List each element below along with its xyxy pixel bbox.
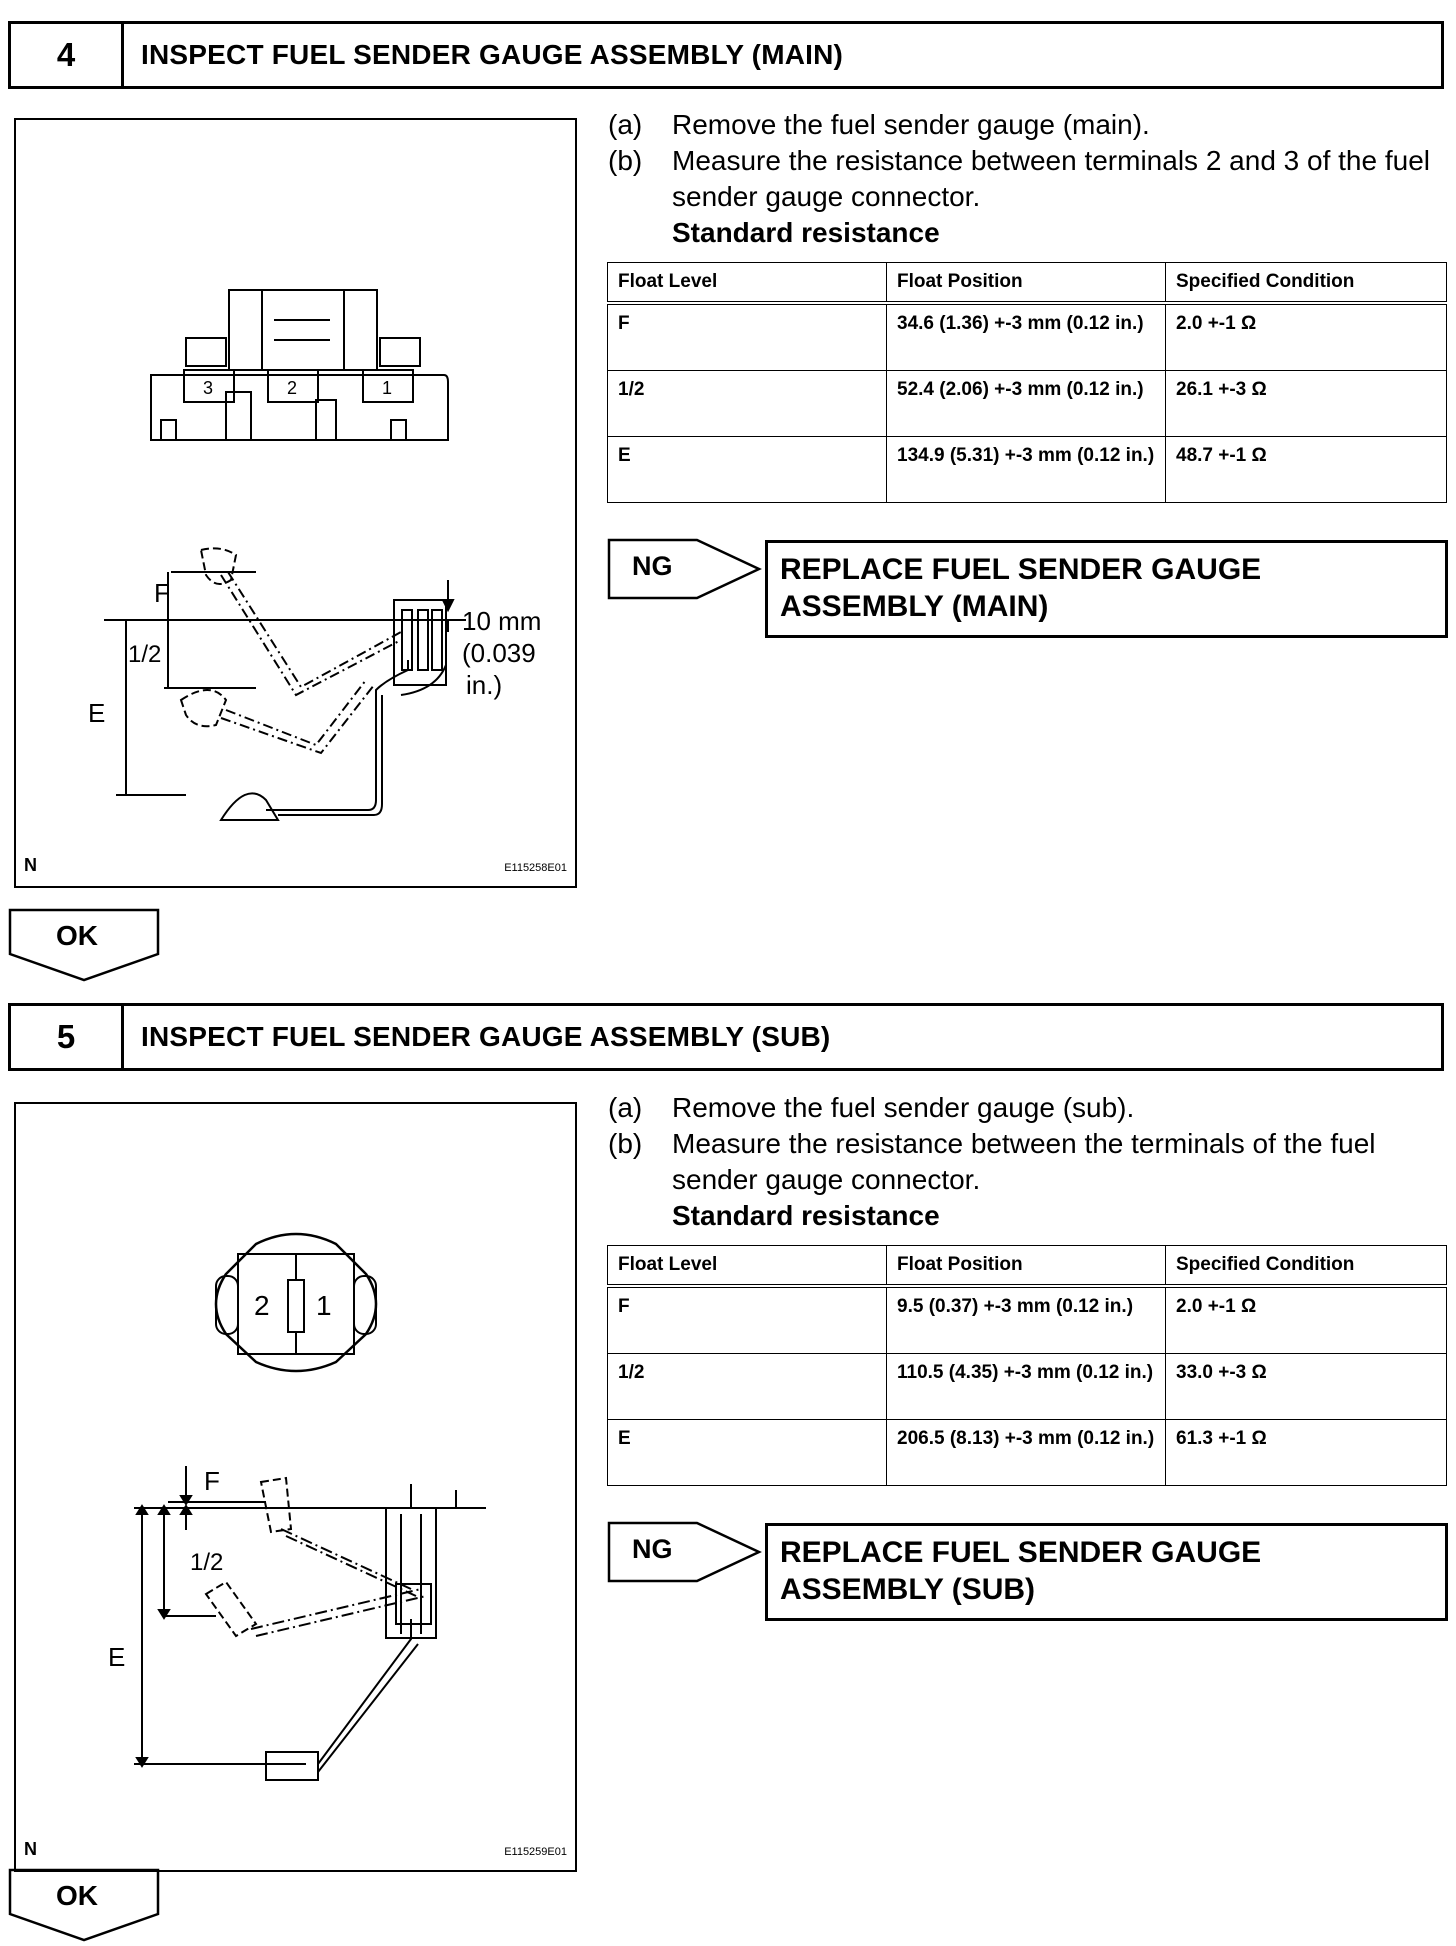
replace-text-line2: ASSEMBLY (MAIN) xyxy=(780,590,1049,623)
standard-resistance-label: Standard resistance xyxy=(672,217,940,248)
ok-label: OK xyxy=(56,920,98,951)
cell-float-level: 1/2 xyxy=(607,1353,887,1420)
table-row: F 34.6 (1.36) +-3 mm (0.12 in.) 2.0 +-1 … xyxy=(607,302,1447,371)
instruction-text: Remove the fuel sender gauge (sub). xyxy=(672,1092,1135,1123)
cell-specified-condition: 33.0 +-3 Ω xyxy=(1165,1353,1447,1420)
cell-float-position: 9.5 (0.37) +-3 mm (0.12 in.) xyxy=(886,1285,1166,1354)
instruction-a: (a) Remove the fuel sender gauge (sub). xyxy=(608,1090,1448,1126)
level-half-label: 1/2 xyxy=(128,641,161,668)
cell-float-level: E xyxy=(607,436,887,503)
header-float-position: Float Position xyxy=(886,1245,1166,1288)
terminal-2-label: 2 xyxy=(287,378,297,398)
dimension-label-line1: 10 mm xyxy=(462,606,541,636)
table-header-row: Float Level Float Position Specified Con… xyxy=(607,262,1447,305)
step-5-header: 5 INSPECT FUEL SENDER GAUGE ASSEMBLY (SU… xyxy=(8,1003,1444,1071)
step-4-instructions: (a) Remove the fuel sender gauge (main).… xyxy=(608,107,1448,251)
level-f-label: F xyxy=(154,578,170,608)
ok-label: OK xyxy=(56,1880,98,1911)
level-e-label: E xyxy=(108,1642,125,1672)
figure-corner-mark: N xyxy=(24,1839,37,1859)
header-float-level: Float Level xyxy=(607,1245,887,1288)
header-float-level: Float Level xyxy=(607,262,887,305)
cell-float-position: 52.4 (2.06) +-3 mm (0.12 in.) xyxy=(886,370,1166,437)
ng-label: NG xyxy=(632,1534,673,1564)
sub-float-arm-drawing xyxy=(134,1466,486,1781)
cell-float-level: F xyxy=(607,1285,887,1354)
main-float-arm-drawing xyxy=(104,547,466,821)
cell-specified-condition: 61.3 +-1 Ω xyxy=(1165,1419,1447,1486)
sub-sender-gauge-diagram: 2 1 xyxy=(108,1232,486,1781)
cell-specified-condition: 26.1 +-3 Ω xyxy=(1165,370,1447,437)
dimension-label-line2: (0.039 xyxy=(462,638,536,668)
instruction-label: (b) xyxy=(608,145,643,176)
cell-specified-condition: 2.0 +-1 Ω xyxy=(1165,1285,1447,1354)
instruction-label: (b) xyxy=(608,1128,643,1159)
step-4-resistance-table: Float Level Float Position Specified Con… xyxy=(607,262,1447,503)
step-title: INSPECT FUEL SENDER GAUGE ASSEMBLY (SUB) xyxy=(141,1021,831,1052)
table-row: 1/2 52.4 (2.06) +-3 mm (0.12 in.) 26.1 +… xyxy=(607,370,1447,437)
step-number: 4 xyxy=(11,24,124,86)
table-row: 1/2 110.5 (4.35) +-3 mm (0.12 in.) 33.0 … xyxy=(607,1353,1447,1420)
ng-label: NG xyxy=(632,551,673,581)
step-title: INSPECT FUEL SENDER GAUGE ASSEMBLY (MAIN… xyxy=(141,39,844,70)
cell-specified-condition: 2.0 +-1 Ω xyxy=(1165,302,1447,371)
replace-text-line1: REPLACE FUEL SENDER GAUGE xyxy=(780,1536,1262,1569)
level-half-label: 1/2 xyxy=(190,1549,223,1576)
cell-float-level: 1/2 xyxy=(607,370,887,437)
figure-code: E115258E01 xyxy=(504,862,567,874)
instruction-label: (a) xyxy=(608,1092,643,1123)
cell-float-position: 34.6 (1.36) +-3 mm (0.12 in.) xyxy=(886,302,1166,371)
figure-code: E115259E01 xyxy=(504,1846,567,1858)
standard-resistance-label: Standard resistance xyxy=(672,1200,940,1231)
terminal-3-label: 3 xyxy=(203,378,213,398)
table-row: F 9.5 (0.37) +-3 mm (0.12 in.) 2.0 +-1 Ω xyxy=(607,1285,1447,1354)
terminal-1-label: 1 xyxy=(316,1290,332,1321)
header-specified-condition: Specified Condition xyxy=(1165,262,1447,305)
level-e-label: E xyxy=(88,698,105,728)
header-float-position: Float Position xyxy=(886,262,1166,305)
step-number: 5 xyxy=(11,1006,124,1068)
replace-sub-assembly-box: REPLACE FUEL SENDER GAUGE ASSEMBLY (SUB) xyxy=(765,1523,1448,1621)
terminal-1-label: 1 xyxy=(382,378,392,398)
main-sender-gauge-diagram: 3 2 1 xyxy=(88,289,541,821)
cell-float-level: E xyxy=(607,1419,887,1486)
cell-float-position: 110.5 (4.35) +-3 mm (0.12 in.) xyxy=(886,1353,1166,1420)
level-f-label: F xyxy=(204,1466,220,1496)
dimension-label-line3: in.) xyxy=(466,670,502,700)
cell-float-level: F xyxy=(607,302,887,371)
table-row: E 134.9 (5.31) +-3 mm (0.12 in.) 48.7 +-… xyxy=(607,436,1447,503)
step-5-instructions: (a) Remove the fuel sender gauge (sub). … xyxy=(608,1090,1448,1234)
instruction-a: (a) Remove the fuel sender gauge (main). xyxy=(608,107,1448,143)
table-header-row: Float Level Float Position Specified Con… xyxy=(607,1245,1447,1288)
replace-text-line2: ASSEMBLY (SUB) xyxy=(780,1573,1036,1606)
cell-float-position: 206.5 (8.13) +-3 mm (0.12 in.) xyxy=(886,1419,1166,1486)
ok-arrow-icon xyxy=(8,1868,160,1942)
step-5-resistance-table: Float Level Float Position Specified Con… xyxy=(607,1245,1447,1486)
cell-specified-condition: 48.7 +-1 Ω xyxy=(1165,436,1447,503)
instruction-label: (a) xyxy=(608,109,643,140)
step-5-illustration: 2 1 xyxy=(14,1102,577,1872)
replace-main-assembly-box: REPLACE FUEL SENDER GAUGE ASSEMBLY (MAIN… xyxy=(765,540,1448,638)
ng-arrow-icon xyxy=(607,1521,762,1583)
replace-text-line1: REPLACE FUEL SENDER GAUGE xyxy=(780,553,1262,586)
main-connector-drawing xyxy=(150,289,449,441)
header-specified-condition: Specified Condition xyxy=(1165,1245,1447,1288)
figure-corner-mark: N xyxy=(24,855,37,875)
instruction-text: Measure the resistance between terminals… xyxy=(672,145,1430,212)
instruction-b: (b) Measure the resistance between the t… xyxy=(608,1126,1448,1198)
step-4-header: 4 INSPECT FUEL SENDER GAUGE ASSEMBLY (MA… xyxy=(8,21,1444,89)
cell-float-position: 134.9 (5.31) +-3 mm (0.12 in.) xyxy=(886,436,1166,503)
ng-arrow-icon xyxy=(607,538,762,600)
sub-connector-drawing xyxy=(214,1232,378,1373)
step-4-illustration: 3 2 1 xyxy=(14,118,577,888)
terminal-2-label: 2 xyxy=(254,1290,270,1321)
table-row: E 206.5 (8.13) +-3 mm (0.12 in.) 61.3 +-… xyxy=(607,1419,1447,1486)
instruction-text: Remove the fuel sender gauge (main). xyxy=(672,109,1150,140)
instruction-text: Measure the resistance between the termi… xyxy=(672,1128,1376,1195)
instruction-b: (b) Measure the resistance between termi… xyxy=(608,143,1448,215)
ok-arrow-icon xyxy=(8,908,160,982)
